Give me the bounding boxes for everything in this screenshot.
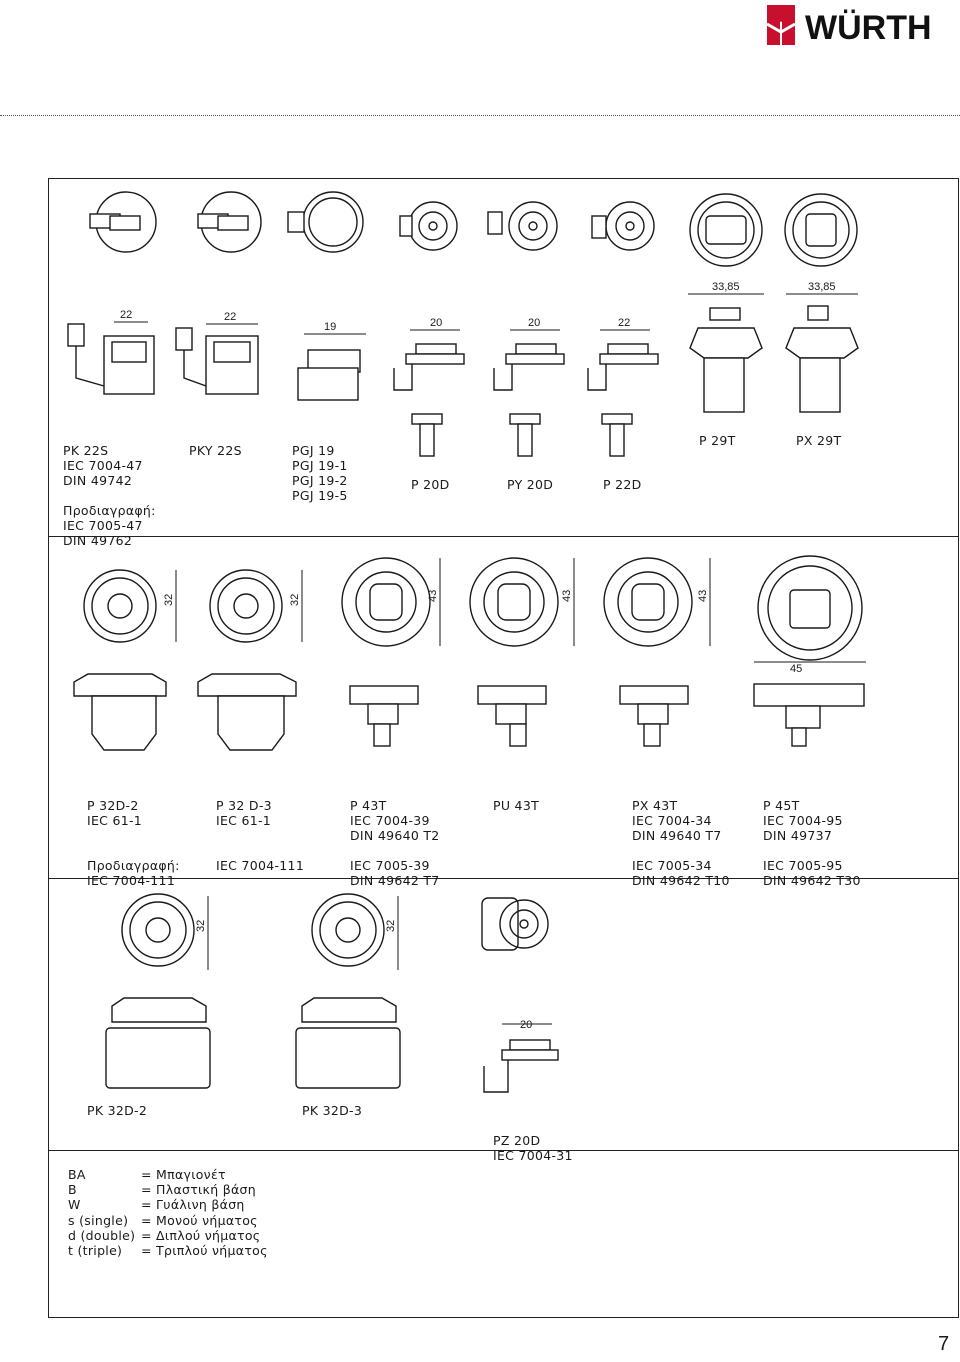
pk32d3-side-view bbox=[295, 997, 401, 1089]
dim-label: 32 bbox=[289, 594, 301, 606]
label-pu43t: PU 43T bbox=[493, 798, 540, 813]
dim-label: 43 bbox=[427, 590, 439, 602]
legend-row: t (triple)= Τριπλού νήματος bbox=[68, 1243, 268, 1259]
label-px29t: PX 29T bbox=[796, 433, 842, 448]
p43t-top-view bbox=[341, 557, 431, 647]
dim-label: 45 bbox=[790, 663, 802, 675]
brand-name: WÜRTH bbox=[805, 9, 932, 47]
pky22s-top-view bbox=[197, 191, 262, 253]
label-pk32d2: PK 32D-2 bbox=[87, 1103, 148, 1118]
label-p20d: P 20D bbox=[411, 477, 450, 492]
p32d2-side-view bbox=[73, 673, 167, 751]
wurth-logo-mark bbox=[766, 5, 796, 45]
pk22s-side-view bbox=[67, 321, 155, 395]
pz20d-side-view bbox=[483, 1039, 559, 1093]
page-number: 7 bbox=[938, 1333, 950, 1355]
dim-label: 32 bbox=[163, 594, 175, 606]
label-p22d: P 22D bbox=[603, 477, 642, 492]
section2-drawings: 32 32 43 43 43 45 bbox=[73, 555, 866, 751]
p32d2-top-view bbox=[83, 569, 157, 643]
dim-label: 33,85 bbox=[808, 281, 836, 293]
dim-label: 22 bbox=[224, 311, 236, 323]
label-p29t: P 29T bbox=[699, 433, 736, 448]
legend-row: d (double)= Διπλού νήματος bbox=[68, 1227, 261, 1243]
section1-drawings: 22 22 19 20 20 22 33,85 33,85 bbox=[67, 191, 859, 457]
pz20d-top-view bbox=[481, 897, 549, 951]
section3-drawings: 32 32 20 bbox=[105, 893, 559, 1093]
label-pk32d3: PK 32D-3 bbox=[302, 1103, 363, 1118]
p20d-bulb-icon bbox=[411, 413, 443, 457]
p20d-side-view bbox=[393, 329, 465, 391]
label-pky22s: PKY 22S bbox=[189, 443, 242, 458]
p22d-side-view bbox=[587, 329, 659, 391]
dim-label: 43 bbox=[561, 590, 573, 602]
pu43t-side-view bbox=[477, 685, 547, 747]
pu43t-top-view bbox=[469, 557, 559, 647]
pk32d2-side-view bbox=[105, 997, 211, 1089]
p22d-bulb-icon bbox=[601, 413, 633, 457]
p29t-top-view bbox=[689, 193, 763, 267]
p32d3-side-view bbox=[197, 673, 297, 751]
px43t-side-view bbox=[619, 685, 689, 747]
p22d-top-view bbox=[591, 201, 655, 251]
dim-label: 20 bbox=[528, 317, 540, 329]
legend: BA= Μπαγιονέτ B= Πλαστική βάση W= Γυάλιν… bbox=[68, 1167, 268, 1258]
legend-row: s (single)= Μονού νήματος bbox=[68, 1212, 258, 1228]
dim-label: 22 bbox=[120, 309, 132, 321]
dim-label: 33,85 bbox=[712, 281, 740, 293]
p32d3-top-view bbox=[209, 569, 283, 643]
dim-label: 20 bbox=[430, 317, 442, 329]
py20d-bulb-icon bbox=[509, 413, 541, 457]
dim-label: 20 bbox=[520, 1019, 532, 1031]
dim-label: 19 bbox=[324, 321, 336, 333]
px29t-top-view bbox=[784, 193, 858, 267]
p29t-side-view bbox=[688, 293, 764, 413]
legend-row: BA= Μπαγιονέτ bbox=[68, 1167, 226, 1182]
wurth-logo: WÜRTH bbox=[766, 5, 932, 47]
px43t-top-view bbox=[603, 557, 693, 647]
py20d-side-view bbox=[493, 329, 565, 391]
dim-label: 32 bbox=[385, 920, 397, 932]
label-py20d: PY 20D bbox=[507, 477, 554, 492]
pk32d2-top-view bbox=[121, 893, 195, 967]
legend-frame bbox=[48, 1150, 959, 1318]
p45t-top-view bbox=[757, 555, 863, 661]
pk32d3-top-view bbox=[311, 893, 385, 967]
py20d-top-view bbox=[487, 201, 558, 251]
dim-label: 32 bbox=[195, 920, 207, 932]
dim-label: 43 bbox=[697, 590, 709, 602]
p45t-side-view bbox=[753, 683, 865, 747]
pgj19-top-view bbox=[287, 191, 364, 253]
p20d-top-view bbox=[399, 201, 458, 251]
pgj19-side-view bbox=[297, 333, 366, 401]
p43t-side-view bbox=[349, 685, 419, 747]
px29t-side-view bbox=[785, 293, 859, 413]
dim-label: 22 bbox=[618, 317, 630, 329]
pky22s-side-view bbox=[175, 323, 259, 395]
header-rule bbox=[0, 115, 960, 116]
legend-row: B= Πλαστική βάση bbox=[68, 1182, 256, 1198]
legend-row: W= Γυάλινη βάση bbox=[68, 1197, 245, 1213]
pk22s-top-view bbox=[89, 191, 157, 253]
